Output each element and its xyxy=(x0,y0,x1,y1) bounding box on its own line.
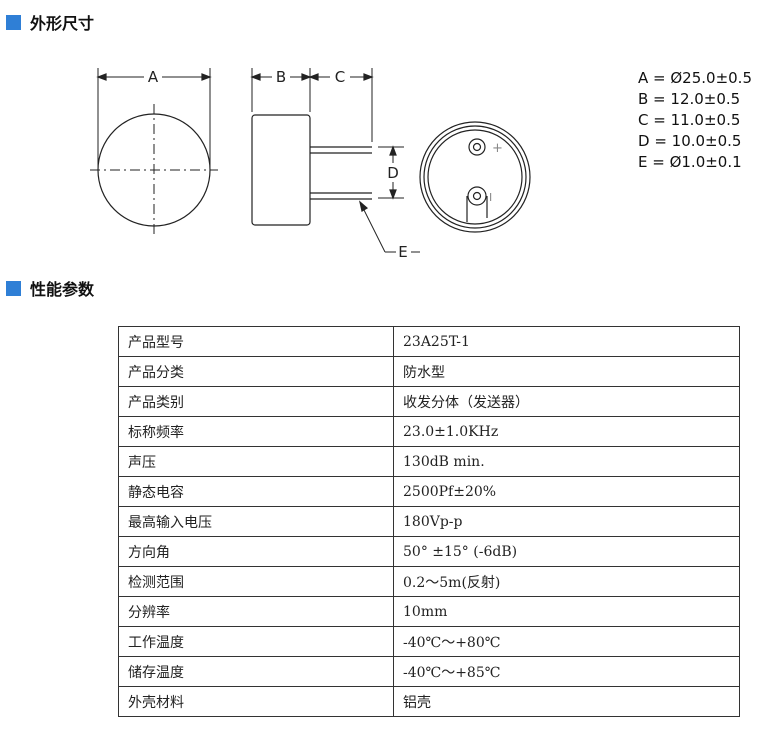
performance-section-title: 性能参数 xyxy=(30,280,95,299)
dimension-b: B = 12.0±0.5 xyxy=(638,90,741,108)
side-view xyxy=(250,68,420,253)
section-marker-icon xyxy=(6,14,21,30)
dim-label-e: E xyxy=(398,243,407,261)
outline-drawing: A B C D E xyxy=(90,68,531,261)
dimension-c: C = 11.0±0.5 xyxy=(638,111,741,129)
plus-terminal-label: + xyxy=(492,141,503,156)
table-row: 外壳材料铝壳 xyxy=(118,686,740,717)
dimension-d: D = 10.0±0.5 xyxy=(638,132,742,150)
spec-value: 10mm xyxy=(393,596,740,627)
spec-key: 声压 xyxy=(118,446,394,477)
spec-key: 外壳材料 xyxy=(118,686,394,717)
spec-value: 铝壳 xyxy=(393,686,740,717)
spec-value: -40℃～+85℃ xyxy=(393,656,740,687)
back-view xyxy=(419,121,531,233)
spec-value: 180Vp-p xyxy=(393,506,740,537)
table-row: 产品类别收发分体（发送器） xyxy=(118,386,740,417)
spec-key: 产品类别 xyxy=(118,386,394,417)
spec-key: 标称频率 xyxy=(118,416,394,447)
spec-value: 收发分体（发送器） xyxy=(393,386,740,417)
spec-key: 检测范围 xyxy=(118,566,394,597)
minus-terminal-label: I xyxy=(489,191,492,204)
performance-section-heading: 性能参数 xyxy=(6,276,94,300)
spec-value: 2500Pf±20% xyxy=(393,476,740,507)
spec-value: 0.2～5m(反射) xyxy=(393,566,740,597)
table-row: 产品分类防水型 xyxy=(118,356,740,387)
spec-value: 23.0±1.0KHz xyxy=(393,416,740,447)
spec-key: 最高输入电压 xyxy=(118,506,394,537)
dimension-e: E = Ø1.0±0.1 xyxy=(638,153,742,171)
dimension-list: A = Ø25.0±0.5 B = 12.0±0.5 C = 11.0±0.5 … xyxy=(638,68,752,173)
spec-value: -40℃～+80℃ xyxy=(393,626,740,657)
outline-section-heading: 外形尺寸 xyxy=(6,10,94,34)
spec-value: 23A25T-1 xyxy=(393,326,740,357)
table-row: 工作温度-40℃～+80℃ xyxy=(118,626,740,657)
spec-key: 储存温度 xyxy=(118,656,394,687)
dim-label-b: B xyxy=(276,68,286,86)
spec-value: 130dB min. xyxy=(393,446,740,477)
spec-value: 50° ±15° (-6dB) xyxy=(393,536,740,567)
spec-key: 产品型号 xyxy=(118,326,394,357)
outline-section-title: 外形尺寸 xyxy=(30,14,95,33)
spec-key: 静态电容 xyxy=(118,476,394,507)
spec-key: 工作温度 xyxy=(118,626,394,657)
dim-label-d: D xyxy=(387,164,399,182)
spec-key: 产品分类 xyxy=(118,356,394,387)
spec-value: 防水型 xyxy=(393,356,740,387)
table-row: 储存温度-40℃～+85℃ xyxy=(118,656,740,687)
dimension-a: A = Ø25.0±0.5 xyxy=(638,69,752,87)
dim-label-a: A xyxy=(148,68,159,86)
dim-label-c: C xyxy=(335,68,345,86)
front-view xyxy=(90,68,218,236)
section-marker-icon xyxy=(6,280,21,296)
spec-key: 方向角 xyxy=(118,536,394,567)
spec-key: 分辨率 xyxy=(118,596,394,627)
